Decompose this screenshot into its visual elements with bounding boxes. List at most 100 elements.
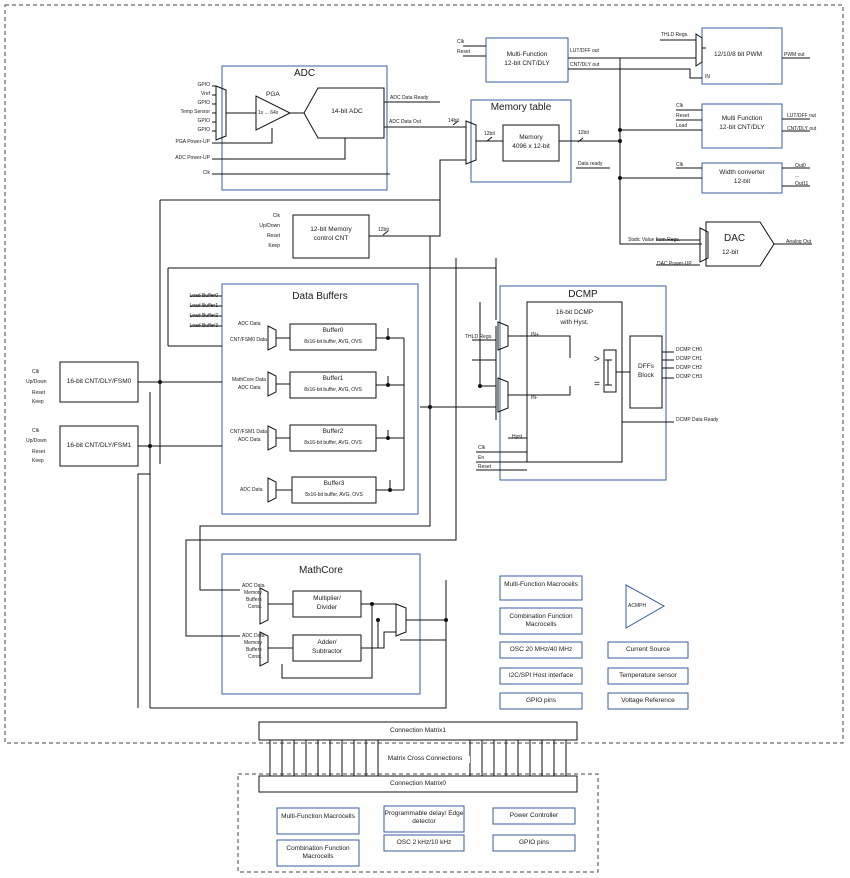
bot-mf (276, 807, 360, 835)
dcmp-eq: = (594, 379, 600, 390)
adc-data-ready: ADC Data Ready (390, 95, 429, 101)
width-clk: Clk (676, 162, 684, 168)
side-cf-label: Combination Function Macrocells (509, 613, 573, 629)
fsm0-updown: Up/Down (26, 379, 47, 385)
pwm-out-label: PWM out (784, 52, 805, 58)
mc2-in-1: Memory (244, 640, 263, 646)
adc-in-5: GPIO (197, 127, 210, 133)
mul-1: Multiplier/ (313, 595, 341, 602)
fsm1-updown: Up/Down (26, 438, 47, 444)
mul-2: Divider (316, 604, 338, 611)
matrix0-label: Connection Matrix0 (390, 780, 446, 787)
load-buffer1: Load Buffer1 (189, 303, 218, 309)
buf3-in-0: ADC Data (240, 487, 263, 493)
memory-bus-in: 12bit (484, 131, 495, 137)
fsm1-clk: Clk (32, 428, 40, 434)
dcmp-gt: > (594, 354, 600, 365)
mf2-reset: Reset (676, 113, 690, 119)
buf2-desc: 8x16-bit buffer, AVG, OVS (304, 440, 362, 446)
adc-data-out: ADC Data Out (389, 119, 421, 125)
side-i2c (499, 667, 583, 685)
fsm1-title: 16-bit CNT/DLY/FSM1 (66, 442, 132, 449)
dcmp-data-ready: DCMP Data Ready (676, 417, 719, 423)
buf1-in-0: MathCore Data (232, 377, 266, 383)
memory-block-1: Memory (519, 134, 543, 141)
add-1: Adder/ (317, 639, 337, 646)
memory-title: Memory table (490, 102, 552, 113)
side-cf (499, 607, 583, 635)
buf1-desc: 8x16-bit buffer, AVG, OVS (304, 387, 362, 393)
mathcore-title: MathCore (299, 565, 343, 576)
buf3-desc: 8x16-bit buffer, AVG, OVS (305, 492, 363, 498)
dac-out: Analog Out (786, 239, 812, 245)
bot-osc-label: OSC 2 kHz/10 kHz (396, 839, 452, 846)
main-boundary (4, 4, 844, 744)
pga-power: PGA Power-UP (175, 139, 210, 145)
mf2-out-2: CNT/DLY out (787, 126, 817, 132)
dcmp-clk: Clk (478, 445, 486, 451)
mf2-out-1: LUT/DFF out (787, 113, 816, 119)
side-osc-label: OSC 20 MHz/40 MHz (509, 646, 573, 653)
bot-cf (276, 839, 360, 867)
matrix1-label: Connection Matrix1 (390, 727, 446, 734)
matrix-cross-label: Matrix Cross Connections (380, 755, 470, 763)
pwm-title: 12/10/8 bit PWM (714, 51, 763, 58)
side-vref (607, 692, 689, 710)
mf-cnt-reset-label: Reset (457, 49, 471, 55)
add-2: Subtractor (312, 648, 342, 655)
side-osc (499, 641, 583, 659)
mf-cnt-out-1: LUT/DFF out (570, 48, 599, 54)
buf0-in-1: CNT/FSM0 Data (230, 337, 267, 343)
dcmp-hyst: Hyst. (512, 434, 524, 440)
buf0-name: Buffer0 (322, 327, 344, 334)
dcmp-in-plus: IN+ (531, 332, 539, 338)
width-title-1: Width converter (719, 169, 765, 176)
fsm0-clk: Clk (32, 369, 40, 375)
buf2-in-1: ADC Data (238, 437, 261, 443)
mf2-load: Load (676, 123, 688, 129)
fsm1-keep: Keep (32, 458, 44, 464)
mathcore-group (221, 553, 421, 695)
pwm-thld-label: THLD Regs. (661, 32, 689, 38)
pga-label: PGA (266, 91, 280, 98)
mf2-clk: Clk (676, 103, 684, 109)
mc2-in-0: ADC Data (242, 633, 265, 639)
dcmp-ch2: DCMP CH2 (676, 365, 703, 371)
buf2-name: Buffer2 (322, 428, 344, 435)
dcmp-ch1: DCMP CH1 (676, 356, 703, 362)
adc-in-2: GPIO (197, 100, 210, 106)
mc2-in-2: Buffers (246, 647, 262, 653)
memcnt-in-3: Keep (268, 243, 280, 249)
buffers-title: Data Buffers (292, 291, 348, 302)
dcmp-ch0: DCMP CH0 (676, 347, 703, 353)
adc-bus-label: 14bit (448, 118, 459, 124)
adc-in-4: GPIO (197, 118, 210, 124)
fsm1-reset: Reset (32, 449, 46, 455)
pga-gain: 1x ... 64x (258, 110, 279, 116)
adc-in-3: Temp Sensor (180, 109, 210, 115)
bot-gpio (492, 834, 576, 852)
buf0-desc: 8x16-bit buffer, AVG, OVS (304, 339, 362, 345)
buf3-name: Buffer3 (323, 480, 345, 487)
dac-power: DAC Power-UP (657, 261, 692, 267)
adc-in-0: GPIO (197, 82, 210, 88)
adc-group (221, 65, 388, 191)
mc-in-0: ADC Data (242, 583, 265, 589)
bot-pc (492, 807, 576, 825)
bot-pd (383, 805, 465, 833)
dffs-1: DFFs (638, 363, 654, 370)
domain0-boundary (237, 773, 599, 873)
buf0-in-0: ADC Data (238, 321, 261, 327)
bot-gpio-label: GPIO pins (519, 839, 549, 846)
adc-title: ADC (293, 68, 316, 79)
buf1-name: Buffer1 (322, 375, 344, 382)
bot-pd-label: Programmable delay/ Edge detector (384, 810, 464, 826)
side-current (607, 641, 689, 659)
mf2-title-1: Multi Function (721, 115, 763, 122)
dcmp-ch3: DCMP CH3 (676, 374, 703, 380)
dac-title: DAC (724, 233, 746, 244)
fsm0-reset: Reset (32, 390, 46, 396)
memory-data-ready: Data ready (578, 161, 603, 167)
fsm0-title: 16-bit CNT/DLY/FSM0 (66, 378, 132, 385)
